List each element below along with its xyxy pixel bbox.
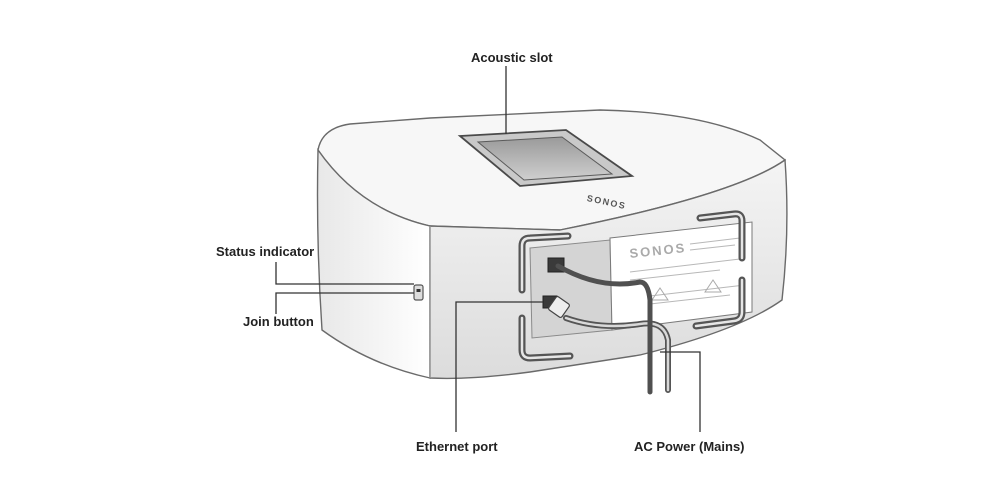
- ethernet-port-label: Ethernet port: [416, 439, 498, 454]
- ac-power: [547, 257, 653, 395]
- join-button[interactable]: [413, 284, 424, 301]
- join-button-leader: [275, 292, 414, 314]
- status-indicator-leader: [275, 262, 414, 285]
- ethernet-port-leader: [455, 301, 543, 432]
- acoustic-slot: [457, 129, 635, 187]
- ethernet-port: [542, 295, 671, 393]
- warning-triangle-icon: [651, 287, 669, 301]
- side-controls: [413, 284, 424, 301]
- ac-power-cable: [555, 263, 653, 395]
- ethernet-cable-highlight: [564, 316, 670, 392]
- callout-lines: [275, 66, 701, 432]
- acoustic-slot-opening: [476, 136, 614, 181]
- status-indicator-light: [416, 289, 421, 292]
- ac-power-leader: [660, 351, 701, 432]
- warning-triangle-icon: [704, 279, 722, 293]
- ac-power-label: AC Power (Mains): [634, 439, 745, 454]
- rubber-feet-highlight: [520, 212, 744, 360]
- join-button-label: Join button: [243, 314, 314, 329]
- ethernet-plug: [548, 296, 570, 318]
- left-side-face: [316, 147, 431, 379]
- status-indicator-label: Status indicator: [216, 244, 315, 259]
- plate-brand-text: SONOS: [629, 240, 687, 261]
- plate-fine-print: [629, 237, 746, 305]
- acoustic-slot-label: Acoustic slot: [471, 50, 553, 65]
- label-plate: [609, 221, 753, 331]
